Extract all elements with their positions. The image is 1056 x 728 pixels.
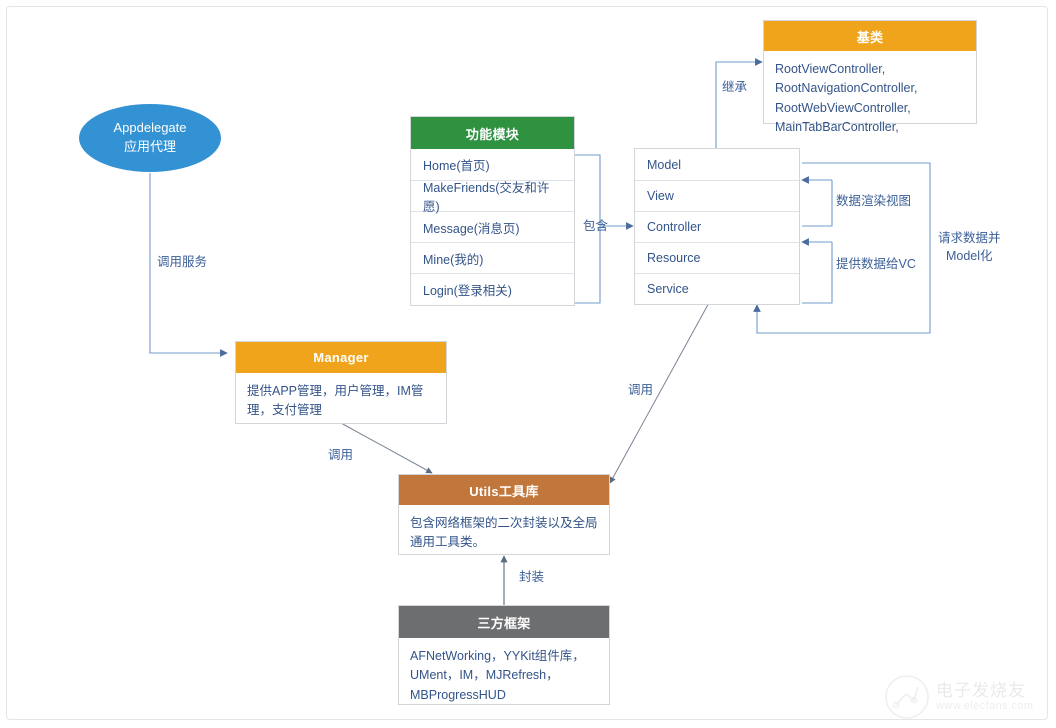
utils-header: Utils工具库 xyxy=(399,475,609,505)
manager-body: 提供APP管理，用户管理，IM管理，支付管理 xyxy=(247,384,424,418)
feature-item-login[interactable]: Login(登录相关) xyxy=(411,273,574,304)
base-class-header: 基类 xyxy=(764,21,976,51)
feature-item-makefriends[interactable]: MakeFriends(交友和许愿) xyxy=(411,180,574,214)
mvc-item-view[interactable]: View xyxy=(635,180,799,211)
manager-header: Manager xyxy=(236,342,446,373)
feature-module-header: 功能模块 xyxy=(411,117,574,149)
edge-feature-bracket xyxy=(575,154,601,304)
edge-appdelegate-to-manager xyxy=(149,173,228,357)
edge-label-encapsulate: 封装 xyxy=(519,570,545,584)
node-feature-module[interactable]: 功能模块 Home(首页) MakeFriends(交友和许愿) Message… xyxy=(410,116,575,306)
mvc-item-service[interactable]: Service xyxy=(635,273,799,304)
appdelegate-subtitle: 应用代理 xyxy=(123,139,176,154)
node-appdelegate[interactable]: Appdelegate 应用代理 xyxy=(79,104,221,172)
feature-item-mine[interactable]: Mine(我的) xyxy=(411,242,574,273)
node-mvc-stack[interactable]: Model View Controller Resource Service xyxy=(634,148,800,305)
third-party-body: AFNetWorking，YYKit组件库， UMent，IM，MJRefres… xyxy=(410,649,585,702)
edge-label-inherit: 继承 xyxy=(722,80,748,94)
edge-label-service-call: 调用 xyxy=(628,383,654,397)
feature-item-home[interactable]: Home(首页) xyxy=(411,149,574,180)
edge-label-contains: 包含 xyxy=(583,219,609,233)
diagram-outer-frame xyxy=(6,6,1048,720)
edge-label-request-model: 请求数据并 Model化 xyxy=(938,231,1001,264)
utils-body: 包含网络框架的二次封装以及全局通用工具类。 xyxy=(410,516,598,550)
base-class-body: RootViewController, RootNavigationContro… xyxy=(775,62,918,135)
edge-label-call-service: 调用服务 xyxy=(157,255,208,269)
node-third-party[interactable]: 三方框架 AFNetWorking，YYKit组件库， UMent，IM，MJR… xyxy=(398,605,610,705)
node-utils[interactable]: Utils工具库 包含网络框架的二次封装以及全局通用工具类。 xyxy=(398,474,610,555)
mvc-item-resource[interactable]: Resource xyxy=(635,242,799,273)
appdelegate-title: Appdelegate xyxy=(113,120,187,136)
edge-label-manager-call: 调用 xyxy=(328,448,354,462)
mvc-item-controller[interactable]: Controller xyxy=(635,211,799,242)
mvc-item-model[interactable]: Model xyxy=(635,149,799,180)
third-party-header: 三方框架 xyxy=(399,606,609,638)
node-base-class[interactable]: 基类 RootViewController, RootNavigationCon… xyxy=(763,20,977,134)
edge-label-render-view: 数据渲染视图 xyxy=(836,194,912,208)
edge-manager-to-utils xyxy=(340,422,433,474)
edge-render-view-bracket xyxy=(802,180,833,227)
edge-label-provide-data-vc: 提供数据给VC xyxy=(836,257,916,271)
feature-item-message[interactable]: Message(消息页) xyxy=(411,211,574,242)
edge-provide-data-bracket xyxy=(802,242,833,304)
edge-service-to-utils xyxy=(609,289,717,484)
edge-request-model-loop xyxy=(753,162,931,334)
node-manager[interactable]: Manager 提供APP管理，用户管理，IM管理，支付管理 xyxy=(235,341,447,424)
